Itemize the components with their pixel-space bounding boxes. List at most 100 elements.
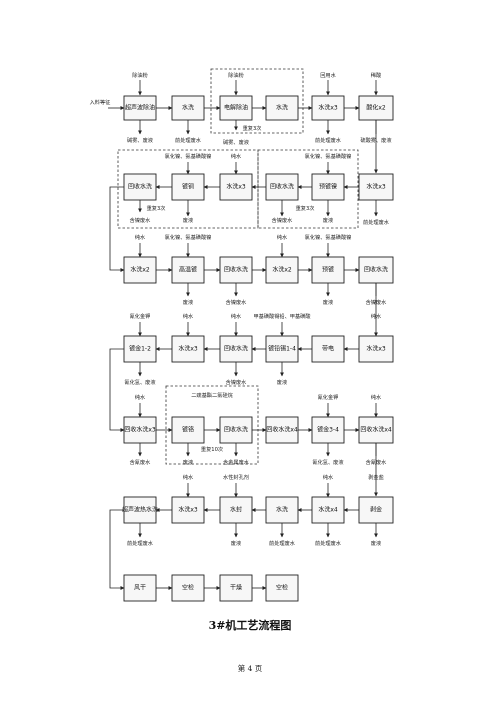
input-label: 回用水	[320, 71, 336, 79]
input-label: 纯水	[277, 233, 288, 241]
page-number: 第 4 页	[237, 664, 263, 673]
output-label: 废液	[231, 539, 241, 547]
step-box	[171, 416, 205, 444]
input-label: 纯水	[183, 312, 194, 320]
output-label: 含金属废水	[223, 458, 250, 466]
input-label: 纯水	[323, 473, 334, 481]
step-box	[265, 335, 299, 363]
step-label: 水洗x2	[130, 266, 150, 274]
step-label: 回收水洗	[224, 266, 248, 274]
output-label: 前处理废水	[127, 539, 154, 547]
step-label: 回收水洗	[224, 426, 248, 434]
step-box	[219, 256, 253, 284]
output-label: 前处理废水	[269, 539, 296, 547]
step-box	[265, 496, 299, 524]
output-label: 含镍废水	[272, 216, 294, 224]
output-label: 废液	[183, 298, 193, 306]
step-label: 镀金1-2	[129, 345, 151, 353]
step-label: 镀金3-4	[317, 426, 339, 434]
step-label: 水洗	[276, 104, 288, 112]
output-label: 含镍废水	[226, 378, 248, 386]
input-label: 氯化镍、氨基磺酸镍	[305, 233, 352, 241]
step-label: 空检	[276, 584, 288, 592]
output-label: 重复10次	[201, 445, 223, 453]
step-label: 镀铜	[182, 183, 194, 191]
step-box	[265, 574, 299, 602]
step-label: 回收水洗x4	[360, 426, 392, 434]
input-label: 甲基磺酸锡铅、甲基磺酸	[253, 312, 311, 320]
step-box	[265, 173, 299, 201]
input-label: 纯水	[183, 473, 194, 481]
step-box	[311, 496, 345, 524]
step-box	[358, 496, 394, 524]
process-steps: 超声波除油 水洗 电解除油 水洗 水洗x3 酸化x2 回收水洗 镀铜 水洗x3 …	[122, 95, 394, 602]
input-label: 纯水	[135, 233, 146, 241]
step-box	[171, 496, 205, 524]
step-box	[219, 496, 253, 524]
step-label: 回收水洗x4	[266, 426, 298, 434]
step-box	[219, 335, 253, 363]
output-label: 含氰废水	[130, 458, 152, 466]
step-label: 镀铬	[182, 426, 194, 434]
step-label: 水封	[230, 506, 242, 514]
step-label: 水洗x2	[272, 266, 292, 274]
step-box	[123, 173, 157, 201]
step-label: 回收水洗	[128, 183, 152, 191]
step-box	[311, 95, 345, 121]
input-label: 除油粉	[228, 71, 244, 79]
group-electrolytic-degreasing	[210, 68, 304, 134]
output-label: 废液	[323, 216, 333, 224]
output-label: 废液	[183, 458, 193, 466]
step-label: 风干	[134, 585, 146, 592]
step-label: 干燥	[230, 584, 242, 592]
step-box	[171, 574, 205, 602]
step-box	[219, 173, 253, 201]
input-label: 纯水	[371, 393, 382, 401]
step-box	[358, 173, 394, 201]
step-box	[265, 95, 299, 121]
step-label: 水洗x3	[366, 183, 386, 191]
step-label: 回收水洗x3	[124, 426, 156, 434]
input-label: 氯化镍、氨基磺酸镍	[165, 233, 212, 241]
step-box	[358, 335, 394, 363]
input-label: 除油粉	[132, 71, 148, 79]
output-label: 含氰废水	[366, 458, 388, 466]
start-label: 入料等征	[90, 98, 111, 106]
step-box	[311, 256, 345, 284]
step-box	[171, 95, 205, 121]
step-box	[123, 335, 157, 363]
step-box	[123, 416, 157, 444]
step-box	[311, 335, 345, 363]
step-box	[219, 416, 253, 444]
input-label: 纯水	[231, 152, 242, 160]
step-label: 回收水洗	[224, 345, 248, 353]
step-box	[311, 173, 345, 201]
step-box	[358, 416, 394, 444]
output-label: 含镍废水	[130, 216, 152, 224]
output-label: 废液	[183, 216, 193, 224]
step-box	[219, 95, 253, 121]
group-pre-nickel	[257, 149, 359, 229]
step-label: 超声波除油	[125, 104, 155, 112]
step-box	[219, 574, 253, 602]
output-label: 硫酸雾、废液	[360, 136, 391, 144]
step-box	[358, 256, 394, 284]
step-label: 镀铅锡1-4	[268, 345, 296, 353]
input-label: 氯化镍、氨基磺酸镍	[305, 152, 352, 160]
output-label: 废液	[323, 298, 333, 306]
output-label: 剥金盐	[368, 473, 384, 481]
input-label: 氰化金钾	[318, 393, 339, 401]
input-label: 水性封孔剂	[223, 473, 249, 481]
step-label: 酸化x2	[366, 104, 386, 112]
input-label: 氯化镍、氨基磺酸镍	[165, 152, 212, 160]
step-label: 回收水洗	[270, 183, 294, 191]
output-label: 含镍废水	[226, 298, 248, 306]
flow-annotations: 除油粉 除油粉 回用水 稀酸 碱雾、废液 前处理废水 重复3次 碱雾、废液 前处…	[124, 71, 391, 547]
output-label: 废液	[277, 378, 287, 386]
diagram-title: 3#机工艺流程图	[208, 619, 292, 632]
step-label: 高温镀	[179, 266, 197, 274]
output-label: 重复3次	[296, 204, 315, 212]
input-label: 氰化金钾	[130, 312, 151, 320]
step-label: 水洗x3	[178, 345, 198, 353]
